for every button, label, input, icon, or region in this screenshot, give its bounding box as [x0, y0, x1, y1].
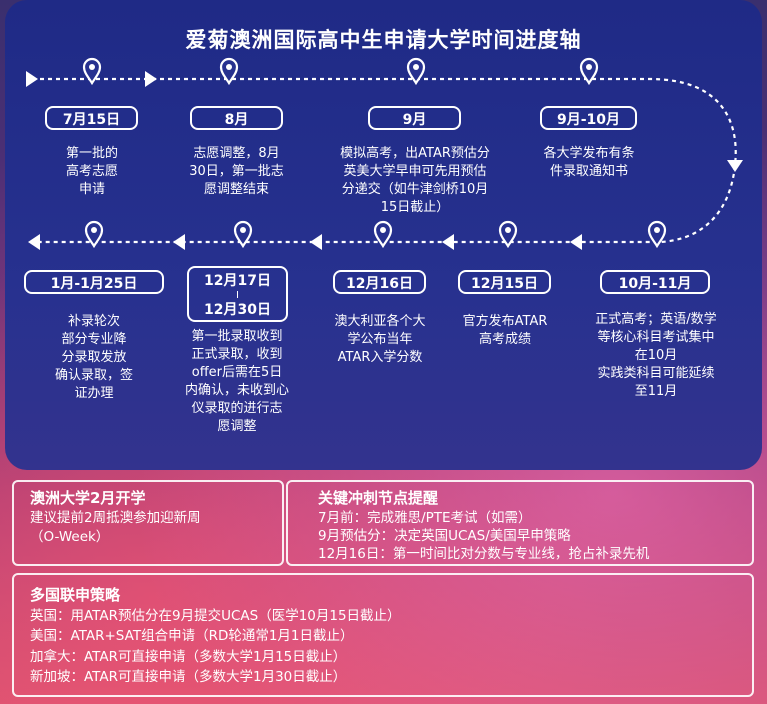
- university-start-heading: 澳洲大学2月开学: [30, 489, 146, 507]
- event-desc-sep-oct: 各大学发布有条件录取通知书: [543, 146, 635, 179]
- location-pin-icon: [233, 220, 253, 249]
- arrow-left-icon: [570, 234, 582, 250]
- multi-country-box: [12, 573, 754, 697]
- key-points-box: [286, 480, 754, 566]
- arrow-left-icon: [310, 234, 322, 250]
- date-badge-dec16: 12月16日: [333, 270, 426, 294]
- arrow-end-icon: [28, 234, 40, 250]
- multi-country-line: 英国：用ATAR预估分在9月提交UCAS（医学10月15日截止）: [30, 608, 401, 624]
- location-pin-icon: [406, 57, 426, 86]
- location-pin-icon: [498, 220, 518, 249]
- event-desc-jul15: 第一批的高考志愿申请: [65, 146, 118, 197]
- university-start-line: 建议提前2周抵澳参加迎新周: [30, 510, 201, 526]
- multi-country-line: 加拿大：ATAR可直接申请（多数大学1月15日截止）: [30, 649, 347, 665]
- date-badge-sep-oct: 9月-10月: [540, 106, 637, 130]
- date-badge-jul15: 7月15日: [45, 106, 138, 130]
- arrow-right-icon: [145, 71, 157, 87]
- university-start-box: [12, 480, 284, 566]
- location-pin-icon: [219, 57, 239, 86]
- arrow-left-icon: [173, 234, 185, 250]
- location-pin-icon: [647, 220, 667, 249]
- date-badge-jan: 1月-1月25日: [24, 270, 164, 294]
- event-desc-jan: 补录轮次部分专业降分录取发放确认录取，签证办理: [54, 314, 133, 401]
- date-badge-aug: 8月: [190, 106, 283, 130]
- key-points-heading: 关键冲刺节点提醒: [318, 489, 439, 507]
- date-badge-sep: 9月: [368, 106, 461, 130]
- multi-country-line: 美国：ATAR+SAT组合申请（RD轮通常1月1日截止）: [30, 628, 354, 644]
- arrow-down-icon: [727, 160, 743, 172]
- arrow-start-icon: [26, 71, 38, 87]
- page-title: 爱菊澳洲国际高中生申请大学时间进度轴: [185, 28, 582, 52]
- multi-country-line: 新加坡：ATAR可直接申请（多数大学1月30日截止）: [30, 669, 347, 685]
- arrow-left-icon: [442, 234, 454, 250]
- key-points-line: 12月16日：第一时间比对分数与专业线，抢占补录先机: [318, 546, 650, 562]
- date-badge-dec15: 12月15日: [458, 270, 551, 294]
- location-pin-icon: [373, 220, 393, 249]
- event-desc-oct-nov: 正式高考；英语/数学等核心科目考试集中在10月实践类科目可能延续至11月: [595, 312, 717, 399]
- key-points-line: 7月前：完成雅思/PTE考试（如需）: [318, 510, 532, 526]
- timeline-track: [26, 57, 743, 250]
- location-pin-icon: [84, 220, 104, 249]
- location-pin-icon: [82, 57, 102, 86]
- key-points-line: 9月预估分：决定英国UCAS/美国早申策略: [318, 528, 571, 544]
- location-pin-icon: [579, 57, 599, 86]
- university-start-line: （O-Week）: [30, 529, 110, 545]
- multi-country-heading: 多国联申策略: [30, 586, 121, 604]
- date-badge-oct-nov: 10月-11月: [600, 270, 710, 294]
